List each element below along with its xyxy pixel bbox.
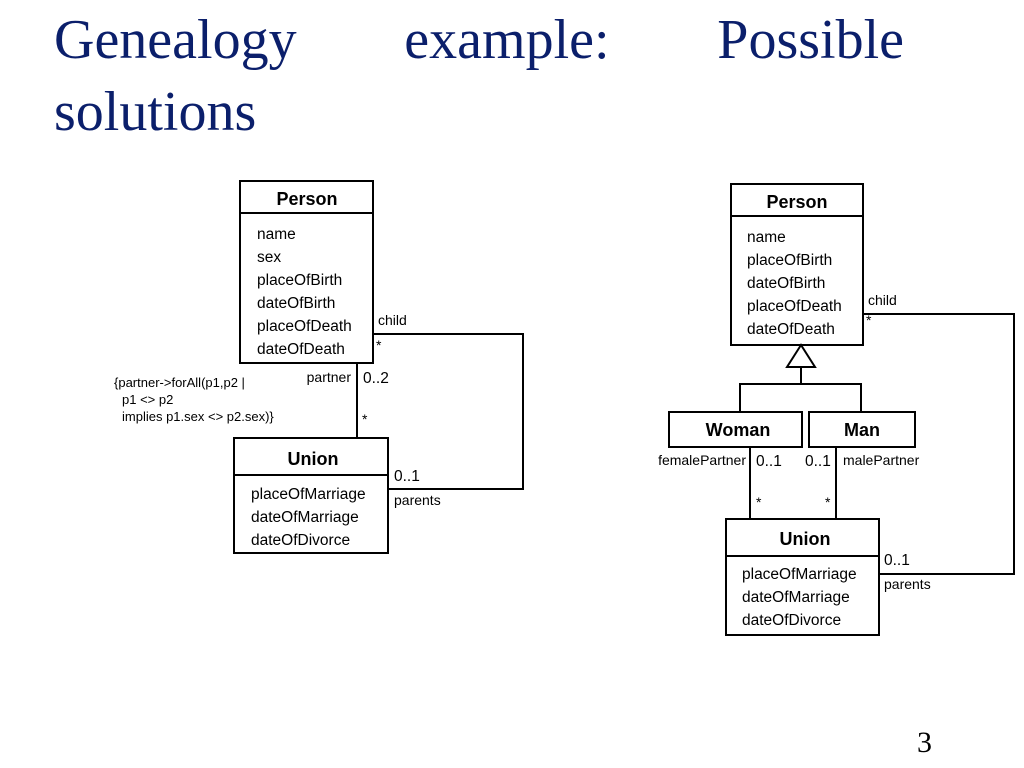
attribute: name: [257, 226, 296, 243]
left-partner-multiplicity: 0..2: [363, 370, 389, 387]
union-male-multiplicity: *: [825, 494, 831, 510]
left-union-class-name: Union: [288, 449, 339, 469]
attribute: placeOfDeath: [257, 318, 352, 335]
woman-class-name: Woman: [706, 420, 771, 440]
attribute: placeOfDeath: [747, 298, 842, 315]
attribute: dateOfMarriage: [742, 589, 850, 606]
page-number: 3: [917, 726, 932, 759]
union-female-multiplicity: *: [756, 494, 762, 510]
attribute: dateOfDivorce: [251, 532, 350, 549]
left-union-multiplicity: *: [362, 411, 368, 427]
right-child-multiplicity: *: [866, 312, 872, 328]
constraint-line: implies p1.sex <> p2.sex)}: [122, 409, 274, 424]
man-class-name: Man: [844, 420, 880, 440]
attribute: placeOfBirth: [257, 272, 342, 289]
left-parents-role: parents: [394, 492, 441, 508]
attribute: dateOfBirth: [257, 295, 335, 312]
left-person-attributes: name sex placeOfBirth dateOfBirth placeOfDea…: [257, 226, 352, 358]
attribute: placeOfMarriage: [742, 566, 857, 583]
attribute: dateOfMarriage: [251, 509, 359, 526]
right-child-parents-association: [863, 313, 1015, 575]
right-person-class: [730, 183, 864, 346]
male-partner-role: malePartner: [843, 452, 920, 468]
constraint-line: {partner->forAll(p1,p2 |: [114, 375, 245, 390]
left-person-class: [239, 180, 374, 364]
right-child-role: child: [868, 292, 897, 308]
right-union-attributes: placeOfMarriage dateOfMarriage dateOfDivor…: [742, 566, 857, 629]
attribute: name: [747, 229, 786, 246]
right-union-class-name: Union: [780, 529, 831, 549]
left-child-parents-association: [373, 333, 524, 490]
generalization-arrow: [739, 343, 862, 412]
left-child-role: child: [378, 312, 407, 328]
attribute: dateOfDeath: [747, 321, 835, 338]
right-union-class: [725, 518, 880, 636]
left-partner-role: partner: [307, 369, 352, 385]
right-person-attributes: name placeOfBirth dateOfBirth placeOfDeath d…: [747, 229, 842, 338]
right-person-class-name: Person: [766, 192, 827, 212]
attribute: sex: [257, 249, 281, 266]
female-partner-role: femalePartner: [658, 452, 746, 468]
slide-title: Genealogy example: Possible solutions: [54, 9, 904, 143]
right-parents-role: parents: [884, 576, 931, 592]
attribute: dateOfBirth: [747, 275, 825, 292]
woman-class: [668, 411, 803, 448]
constraint-line: p1 <> p2: [122, 392, 173, 407]
left-union-attributes: placeOfMarriage dateOfMarriage dateOfDivor…: [251, 486, 366, 549]
left-person-class-name: Person: [276, 189, 337, 209]
female-partner-multiplicity: 0..1: [756, 453, 782, 470]
left-union-class: [233, 437, 389, 554]
partner-constraint: {partner->forAll(p1,p2 | p1 <> p2 implies …: [114, 375, 274, 424]
left-parents-multiplicity: 0..1: [394, 468, 420, 485]
left-child-multiplicity: *: [376, 337, 382, 353]
attribute: placeOfBirth: [747, 252, 832, 269]
right-parents-multiplicity: 0..1: [884, 552, 910, 569]
male-partner-multiplicity: 0..1: [805, 453, 831, 470]
attribute: placeOfMarriage: [251, 486, 366, 503]
attribute: dateOfDivorce: [742, 612, 841, 629]
attribute: dateOfDeath: [257, 341, 345, 358]
